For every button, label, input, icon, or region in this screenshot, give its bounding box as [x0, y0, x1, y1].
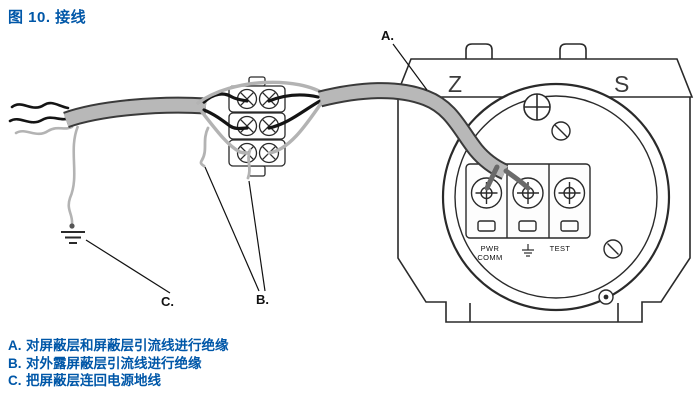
legend-item-c: C. 把屏蔽层连回电源地线: [8, 372, 229, 390]
signal-wires: [202, 92, 322, 131]
drain-wire-stubs: [199, 126, 252, 180]
housing-letter-z: Z: [448, 71, 462, 97]
legend: A. 对屏蔽层和屏蔽层引流线进行绝缘 B.对外露屏蔽层引流线进行绝缘 C. 把屏蔽层…: [8, 337, 229, 390]
conductors-to-terminals: [484, 164, 531, 191]
drain-wire-to-ground: [67, 125, 80, 225]
shielded-cable-left: [63, 96, 207, 129]
strip-screws: [236, 88, 280, 164]
housing-bolt-left: [465, 43, 493, 59]
label-test: TEST: [550, 244, 571, 253]
terminal-earth-icon: [522, 244, 534, 257]
callout-b-label: B.: [256, 292, 269, 307]
shielded-cable-right: [317, 82, 509, 180]
label-comm: COMM: [477, 253, 502, 262]
external-terminal-block: [228, 76, 286, 177]
ground-screw-icon: [551, 121, 571, 141]
housing-body: [397, 97, 691, 323]
figure-title: 图 10. 接线: [8, 9, 87, 26]
ground-symbol: [61, 223, 85, 244]
terminal-screw-1: [470, 177, 503, 209]
terminal-screw-3: [553, 177, 586, 209]
callout-a-label: A.: [381, 28, 394, 43]
label-pwr: PWR: [481, 244, 500, 253]
cover-phillips-screw-icon: [523, 93, 551, 121]
legend-text-c: 把屏蔽层连回电源地线: [26, 373, 161, 388]
left-wire-ends: [8, 101, 74, 136]
callout-lines: [85, 43, 428, 294]
housing-letter-s: S: [614, 71, 629, 97]
internal-terminal-block: [465, 163, 591, 239]
legend-key-b: B.: [8, 355, 22, 371]
legend-key-c: C.: [8, 373, 22, 388]
legend-key-a: A.: [8, 338, 22, 353]
legend-item-b: B.对外露屏蔽层引流线进行绝缘: [8, 355, 229, 373]
legend-item-a: A. 对屏蔽层和屏蔽层引流线进行绝缘: [8, 337, 229, 355]
legend-text-a: 对屏蔽层和屏蔽层引流线进行绝缘: [26, 338, 229, 353]
legend-text-b: 对外露屏蔽层引流线进行绝缘: [26, 355, 202, 371]
lower-screw-icon: [603, 239, 623, 259]
terminal-screw-2: [512, 177, 544, 209]
callout-c-label: C.: [161, 294, 174, 309]
housing-bolt-right: [559, 43, 587, 59]
shield-wires: [196, 80, 328, 155]
